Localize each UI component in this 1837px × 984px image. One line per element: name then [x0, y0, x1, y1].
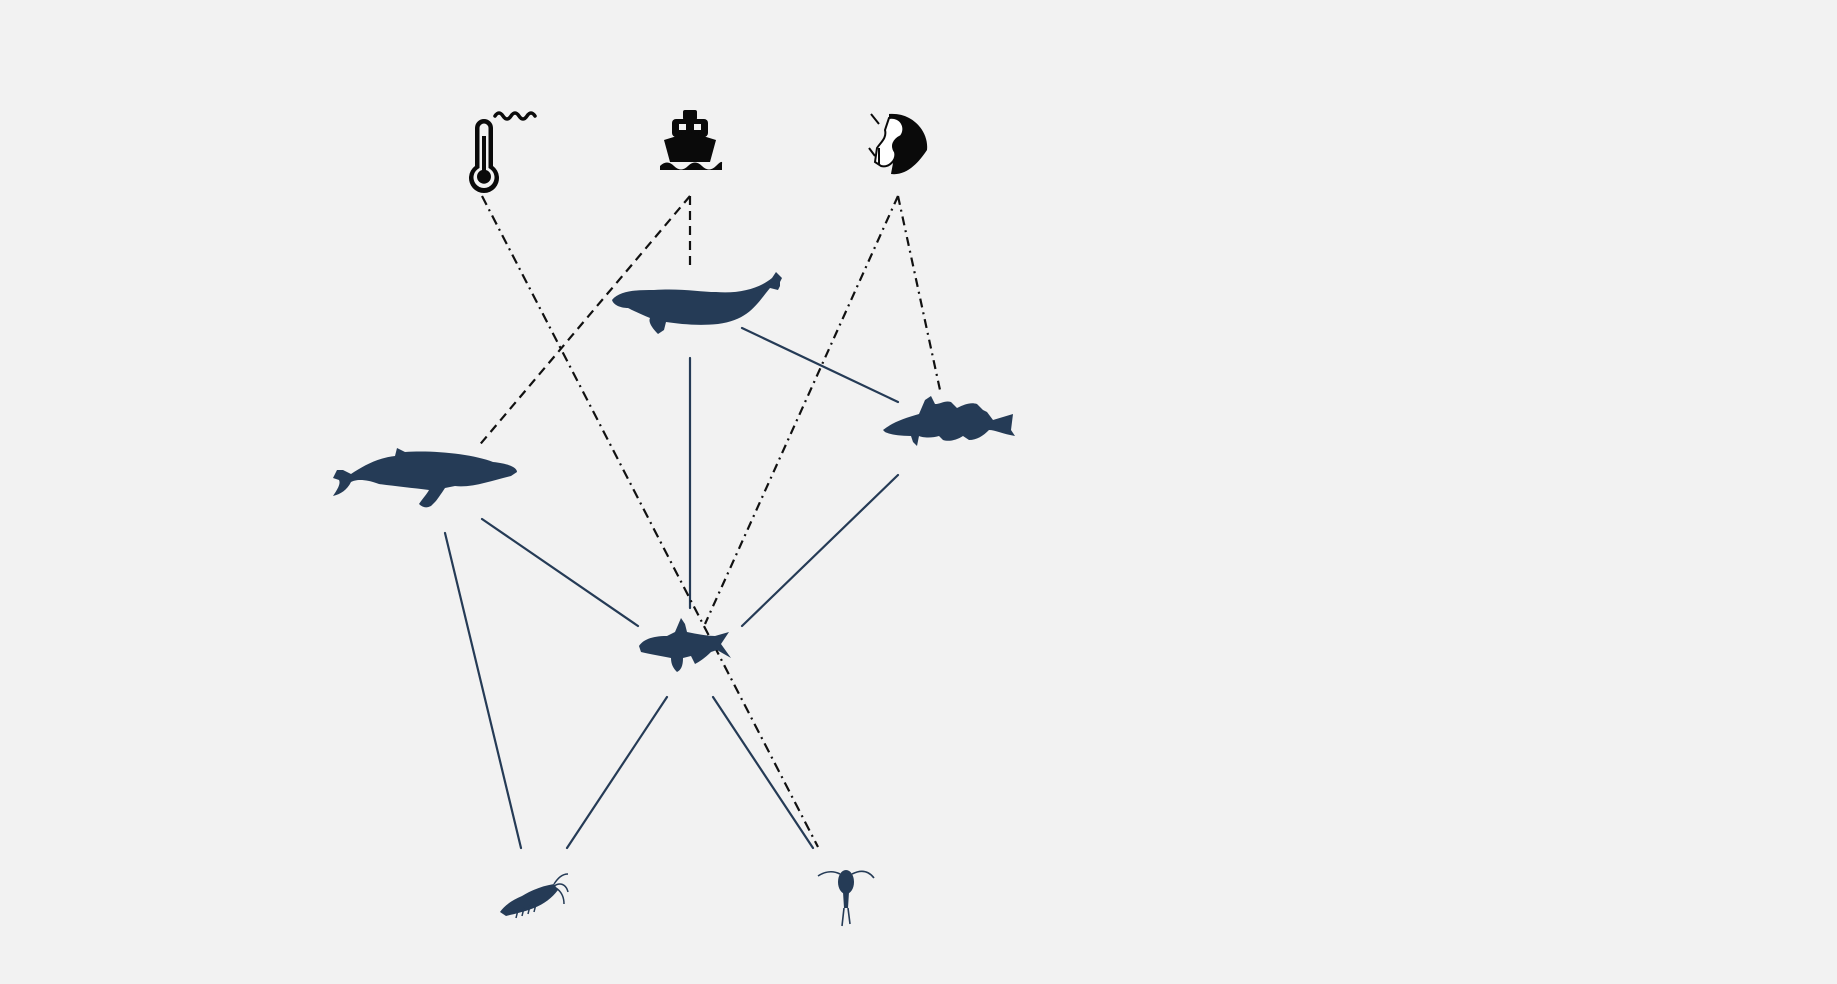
trophic-links	[443, 326, 900, 850]
capelin-silhouette	[639, 618, 731, 672]
humpback-whale-silhouette	[333, 448, 517, 508]
thermometer-wave-icon	[469, 111, 537, 194]
link-cod-capelin	[740, 473, 900, 628]
fishing-hook-icon	[868, 113, 928, 175]
cod-silhouette	[883, 396, 1015, 446]
link-humpback-krill	[443, 531, 523, 850]
ship-icon	[660, 110, 723, 170]
copepod-silhouette	[817, 870, 875, 927]
link-capelin-copepod	[711, 695, 815, 850]
pressure-fishing-capelin	[703, 195, 900, 625]
pressure-fishing-cod	[896, 195, 942, 391]
pressure-warming-copepod	[481, 195, 819, 848]
link-humpback-capelin	[480, 517, 640, 628]
pressure-shipping-humpback	[476, 195, 691, 449]
bowhead-whale-silhouette	[612, 272, 782, 334]
link-capelin-krill	[565, 695, 669, 850]
link-bowhead-cod	[740, 326, 900, 404]
pressure-links	[476, 195, 942, 848]
krill-silhouette	[500, 873, 569, 919]
